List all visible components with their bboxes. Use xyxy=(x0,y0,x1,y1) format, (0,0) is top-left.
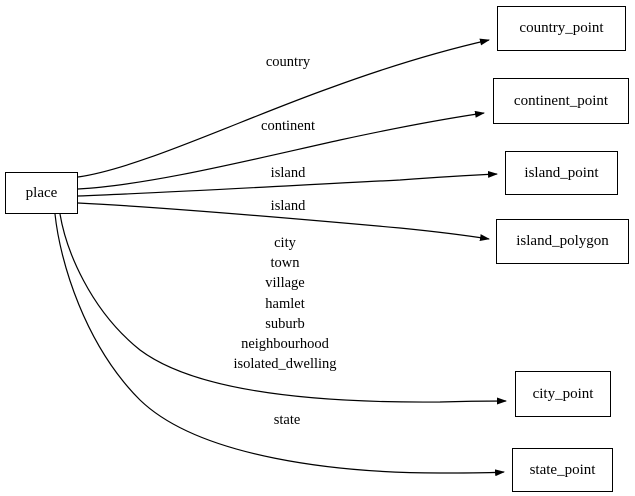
edge-island-polygon-label: island xyxy=(271,197,306,216)
target-node-city_point[interactable]: city_point xyxy=(515,371,611,417)
target-node-state_point[interactable]: state_point xyxy=(512,448,613,492)
node-label: city_point xyxy=(532,385,594,402)
node-label: state_point xyxy=(529,461,596,478)
edge-state-label: state xyxy=(274,411,301,430)
edge-label-line: hamlet xyxy=(265,295,305,312)
target-node-island_point[interactable]: island_point xyxy=(505,151,618,195)
edge-country-path xyxy=(77,38,490,178)
edge-island-polygon-path xyxy=(77,202,490,242)
edge-city-path xyxy=(59,213,507,405)
edge-label-line: suburb xyxy=(265,315,305,332)
target-node-country_point[interactable]: country_point xyxy=(497,6,626,51)
node-label: continent_point xyxy=(513,92,609,109)
edge-label-line: island xyxy=(270,165,306,181)
edge-continent-path xyxy=(77,110,485,190)
edge-label-line: isolated_dwelling xyxy=(233,356,337,373)
source-node-place[interactable]: place xyxy=(5,172,78,214)
edge-paths-group xyxy=(54,38,507,477)
edge-country-label: country xyxy=(266,53,310,72)
edge-label-line: island xyxy=(270,198,306,214)
node-label: island_point xyxy=(524,164,599,181)
edge-label-line: neighbourhood xyxy=(241,336,329,353)
edge-island-point-label: island xyxy=(271,164,306,183)
target-node-island_polygon[interactable]: island_polygon xyxy=(496,219,629,264)
target-node-continent_point[interactable]: continent_point xyxy=(493,78,629,124)
node-label: country_point xyxy=(519,20,604,36)
edge-label-line: city xyxy=(274,235,296,251)
edge-label-line: village xyxy=(265,275,305,292)
node-label: island_polygon xyxy=(516,233,609,249)
edge-label-line: town xyxy=(270,255,300,272)
edge-label-line: country xyxy=(265,54,311,70)
edge-state-path xyxy=(54,213,505,477)
edge-city-label: city town village hamlet suburb neighbourhood… xyxy=(233,233,336,374)
edge-label-line: state xyxy=(273,412,301,428)
edge-island-point-path xyxy=(77,170,498,197)
edge-continent-label: continent xyxy=(261,117,315,136)
edge-label-line: continent xyxy=(261,118,315,134)
node-label: place xyxy=(25,184,58,201)
